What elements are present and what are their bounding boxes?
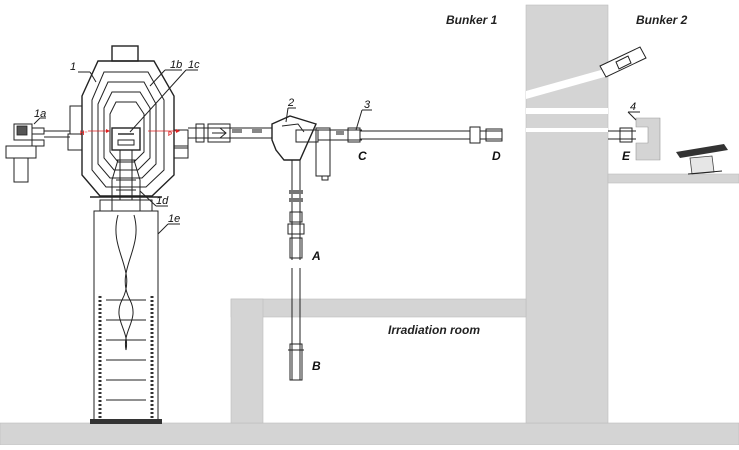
station-a: A: [311, 249, 321, 263]
cyclotron-body: [67, 45, 189, 200]
label-1d: 1d: [156, 195, 169, 207]
treatment-station: [619, 117, 661, 161]
irradiation-room-left-wall: [230, 298, 264, 424]
station-b: B: [312, 359, 321, 373]
label-1c: 1c: [188, 59, 200, 71]
wall-channel-upper: [526, 68, 608, 99]
station-c: C: [358, 149, 367, 163]
bunker2-platform: [607, 173, 739, 184]
label-1b: 1b: [170, 59, 182, 71]
h-minus-beam-mark: H⁻: [80, 131, 88, 137]
leader-lines: [33, 69, 640, 235]
room-irradiation: Irradiation room: [388, 323, 480, 337]
ion-source: [5, 123, 70, 183]
label-beamline: 3: [364, 99, 371, 111]
irradiation-room-ceiling: [230, 298, 527, 318]
wall-beam-port: [526, 128, 608, 132]
label-1e: 1e: [168, 213, 180, 225]
beamline-main: [188, 115, 636, 181]
room-bunker-1: Bunker 1: [446, 13, 498, 27]
wall-channel-lower: [526, 108, 608, 114]
label-switching-magnet: 2: [287, 97, 294, 109]
proton-beam-mark: P: [168, 132, 172, 138]
bunker-dividing-wall: [525, 4, 609, 424]
label-cyclotron: 1: [70, 61, 76, 73]
patient-couch: [676, 144, 728, 175]
room-bunker-2: Bunker 2: [636, 13, 688, 27]
bunker2-upper-device: [599, 46, 647, 78]
cyclotron-column: [90, 159, 162, 424]
floor-slab: [0, 422, 739, 446]
label-ion-source: 1a: [34, 108, 46, 120]
station-e: E: [622, 149, 631, 163]
beamline-vertical: [287, 160, 305, 381]
label-treatment-station: 4: [630, 101, 636, 113]
station-d: D: [492, 149, 501, 163]
